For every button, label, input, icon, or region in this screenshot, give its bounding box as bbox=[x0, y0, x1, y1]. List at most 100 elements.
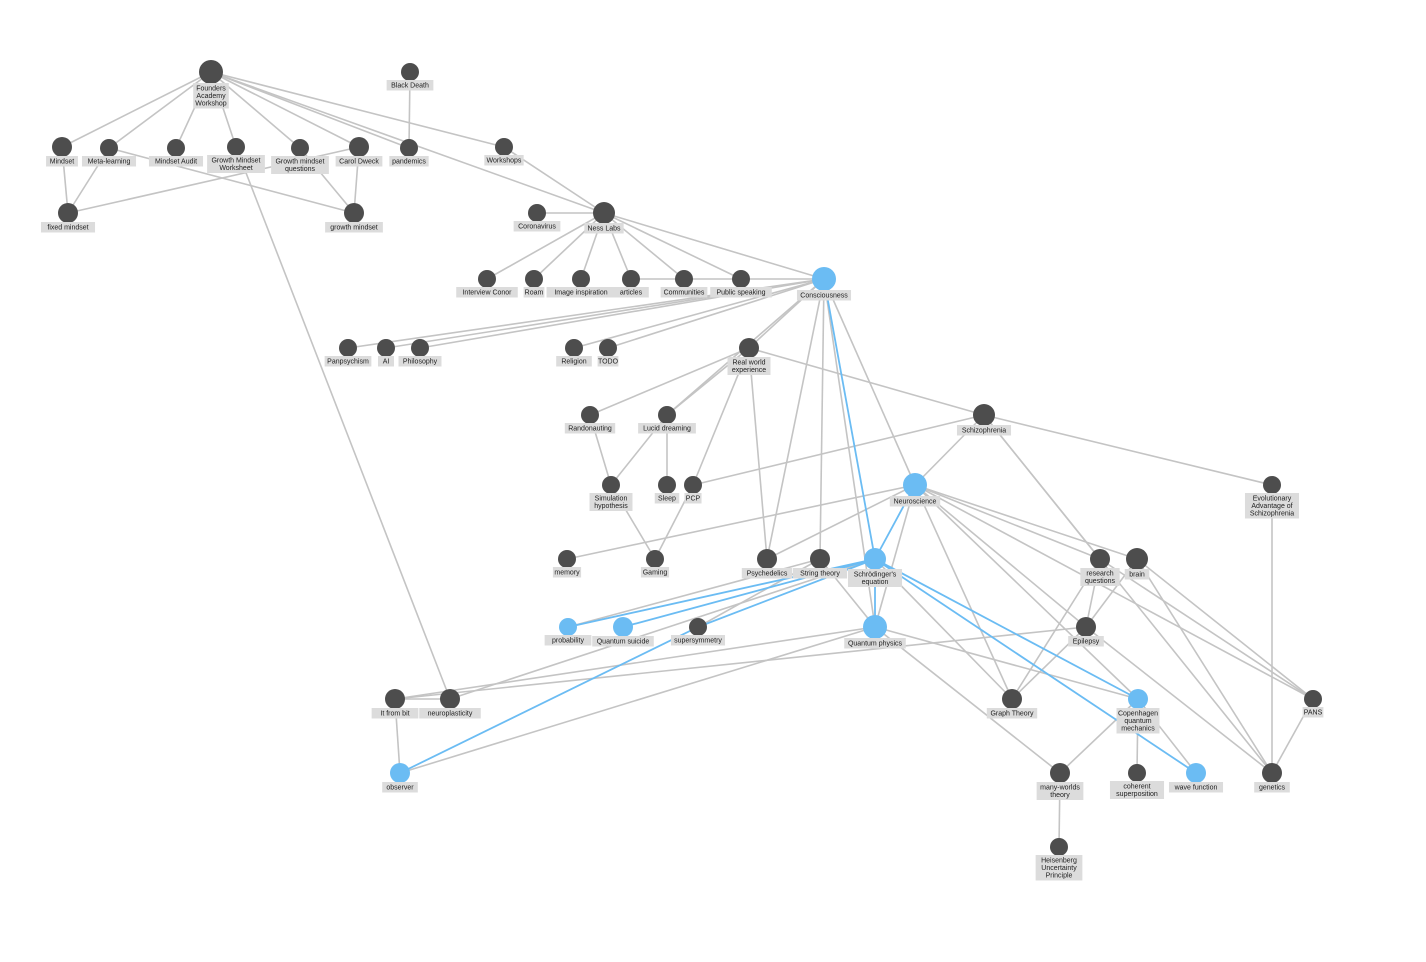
node-circle[interactable] bbox=[1304, 690, 1322, 708]
node-circle[interactable] bbox=[385, 689, 405, 709]
node-circle[interactable] bbox=[1090, 549, 1110, 569]
node-mindset[interactable]: Mindset bbox=[46, 137, 78, 167]
node-circle[interactable] bbox=[58, 203, 78, 223]
node-susy[interactable]: supersymmetry bbox=[670, 618, 726, 646]
node-wavefn[interactable]: wave function bbox=[1168, 763, 1224, 793]
node-circle[interactable] bbox=[602, 476, 620, 494]
node-circle[interactable] bbox=[1128, 764, 1146, 782]
node-circle[interactable] bbox=[1050, 838, 1068, 856]
node-todo[interactable]: TODO bbox=[597, 339, 619, 367]
node-circle[interactable] bbox=[1186, 763, 1206, 783]
node-circle[interactable] bbox=[1002, 689, 1022, 709]
node-rando[interactable]: Randonauting bbox=[564, 406, 616, 434]
node-roam[interactable]: Roam bbox=[523, 270, 545, 298]
node-circle[interactable] bbox=[973, 404, 995, 426]
node-circle[interactable] bbox=[401, 63, 419, 81]
node-circle[interactable] bbox=[1262, 763, 1282, 783]
node-qsuicide[interactable]: Quantum suicide bbox=[592, 617, 654, 647]
node-circle[interactable] bbox=[864, 548, 886, 570]
node-meta[interactable]: Meta-learning bbox=[81, 139, 137, 167]
node-circle[interactable] bbox=[227, 138, 245, 156]
node-ai[interactable]: AI bbox=[377, 339, 395, 367]
node-circle[interactable] bbox=[565, 339, 583, 357]
node-circle[interactable] bbox=[613, 617, 633, 637]
node-string[interactable]: String theory bbox=[792, 549, 848, 579]
node-circle[interactable] bbox=[440, 689, 460, 709]
node-circle[interactable] bbox=[1076, 617, 1096, 637]
node-circle[interactable] bbox=[349, 137, 369, 157]
node-circle[interactable] bbox=[658, 476, 676, 494]
node-imginsp[interactable]: Image inspiration bbox=[546, 270, 616, 298]
node-circle[interactable] bbox=[495, 138, 513, 156]
node-fixed[interactable]: fixed mindset bbox=[40, 203, 96, 233]
node-circle[interactable] bbox=[1126, 548, 1148, 570]
node-pans[interactable]: PANS bbox=[1302, 690, 1324, 718]
node-schizo[interactable]: Schizophrenia bbox=[956, 404, 1012, 436]
node-circle[interactable] bbox=[622, 270, 640, 288]
node-circle[interactable] bbox=[599, 339, 617, 357]
node-dweck[interactable]: Carol Dweck bbox=[335, 137, 383, 167]
node-panpsy[interactable]: Panpsychism bbox=[324, 339, 372, 367]
node-circle[interactable] bbox=[558, 550, 576, 568]
node-circle[interactable] bbox=[339, 339, 357, 357]
node-circle[interactable] bbox=[390, 763, 410, 783]
node-pcp[interactable]: PCP bbox=[684, 476, 702, 504]
node-circle[interactable] bbox=[525, 270, 543, 288]
node-itbit[interactable]: It from bit bbox=[371, 689, 419, 719]
node-circle[interactable] bbox=[400, 139, 418, 157]
node-circle[interactable] bbox=[863, 615, 887, 639]
node-circle[interactable] bbox=[646, 550, 664, 568]
node-growth[interactable]: growth mindset bbox=[325, 203, 383, 233]
node-circle[interactable] bbox=[689, 618, 707, 636]
node-circle[interactable] bbox=[52, 137, 72, 157]
node-religion[interactable]: Religion bbox=[556, 339, 592, 367]
node-circle[interactable] bbox=[658, 406, 676, 424]
node-circle[interactable] bbox=[478, 270, 496, 288]
node-circle[interactable] bbox=[684, 476, 702, 494]
node-circle[interactable] bbox=[100, 139, 118, 157]
node-lucid[interactable]: Lucid dreaming bbox=[638, 406, 696, 434]
node-sleep[interactable]: Sleep bbox=[654, 476, 680, 504]
node-prob[interactable]: probability bbox=[544, 618, 592, 646]
node-circle[interactable] bbox=[1263, 476, 1281, 494]
node-neuro[interactable]: Neuroscience bbox=[889, 473, 941, 507]
node-memory[interactable]: memory bbox=[552, 550, 582, 578]
node-black[interactable]: Black Death bbox=[386, 63, 434, 91]
node-psyched[interactable]: Psychedelics bbox=[741, 549, 793, 579]
node-circle[interactable] bbox=[167, 139, 185, 157]
node-graph[interactable]: Graph Theory bbox=[986, 689, 1038, 719]
node-communities[interactable]: Communities bbox=[660, 270, 708, 298]
node-circle[interactable] bbox=[903, 473, 927, 497]
node-circle[interactable] bbox=[812, 267, 836, 291]
node-articles[interactable]: articles bbox=[613, 270, 649, 298]
node-brain[interactable]: brain bbox=[1124, 548, 1150, 580]
node-workshops[interactable]: Workshops bbox=[484, 138, 524, 166]
node-qphys[interactable]: Quantum physics bbox=[844, 615, 906, 649]
node-genetics[interactable]: genetics bbox=[1254, 763, 1290, 793]
node-circle[interactable] bbox=[1128, 689, 1148, 709]
node-circle[interactable] bbox=[559, 618, 577, 636]
node-circle[interactable] bbox=[757, 549, 777, 569]
node-circle[interactable] bbox=[377, 339, 395, 357]
node-circle[interactable] bbox=[581, 406, 599, 424]
node-circle[interactable] bbox=[411, 339, 429, 357]
node-neuroplast[interactable]: neuroplasticity bbox=[419, 689, 481, 719]
node-observer[interactable]: observer bbox=[382, 763, 418, 793]
node-circle[interactable] bbox=[1050, 763, 1070, 783]
node-circle[interactable] bbox=[739, 338, 759, 358]
node-consc[interactable]: Consciousness bbox=[796, 267, 852, 301]
node-circle[interactable] bbox=[593, 202, 615, 224]
node-circle[interactable] bbox=[732, 270, 750, 288]
